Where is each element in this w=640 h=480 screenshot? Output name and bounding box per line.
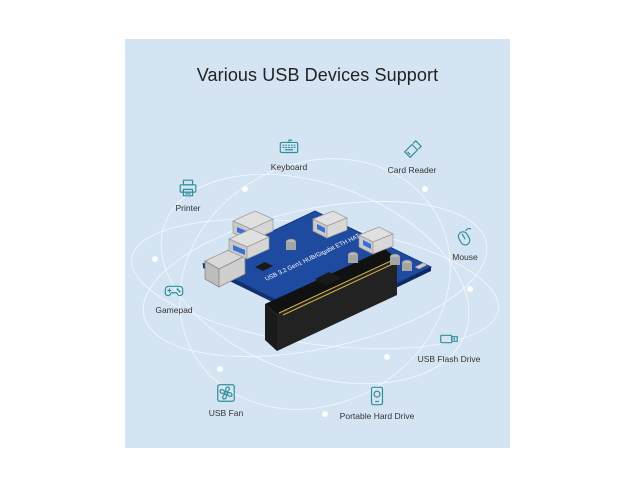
device-usb-flash-drive: USB Flash Drive xyxy=(404,328,494,364)
infographic-panel: Various USB Devices Support Keyboard Car… xyxy=(125,39,510,448)
device-label: Card Reader xyxy=(387,165,437,175)
device-printer: Printer xyxy=(143,177,233,213)
device-keyboard: Keyboard xyxy=(244,136,334,172)
usb-a-ports-left xyxy=(228,210,274,260)
orbit-lines xyxy=(131,158,499,417)
page-title: Various USB Devices Support xyxy=(196,65,439,85)
device-mouse: Mouse xyxy=(420,226,510,262)
hub-chip xyxy=(315,272,341,285)
device-gamepad: Gamepad xyxy=(129,279,219,315)
device-label: Gamepad xyxy=(155,305,193,315)
usb-flash-drive-icon xyxy=(440,334,458,344)
mouse-icon xyxy=(457,227,472,246)
device-portable-hard-drive: Portable Hard Drive xyxy=(332,385,422,421)
gamepad-icon xyxy=(164,285,184,297)
usb-c-port xyxy=(414,262,428,270)
device-label: Keyboard xyxy=(270,162,308,172)
usb-a-ports-top xyxy=(312,210,394,255)
capacitors xyxy=(285,238,413,271)
device-label: Mouse xyxy=(452,252,478,262)
eth-chip xyxy=(255,262,273,271)
device-label: USB Fan xyxy=(208,408,244,418)
device-label: USB Flash Drive xyxy=(417,354,481,364)
card-reader-icon xyxy=(404,140,422,158)
keyboard-icon xyxy=(279,139,299,154)
hard-drive-icon xyxy=(370,386,384,406)
printer-icon xyxy=(179,179,197,197)
device-card-reader: Card Reader xyxy=(367,139,457,175)
usb-hub-hat-board: USB 3.2 Gen1 HUB/Gigabit ETH HAT xyxy=(201,210,433,351)
device-label: Portable Hard Drive xyxy=(339,411,415,421)
device-label: Printer xyxy=(175,203,201,213)
fan-icon xyxy=(217,384,235,402)
device-usb-fan: USB Fan xyxy=(181,382,271,418)
